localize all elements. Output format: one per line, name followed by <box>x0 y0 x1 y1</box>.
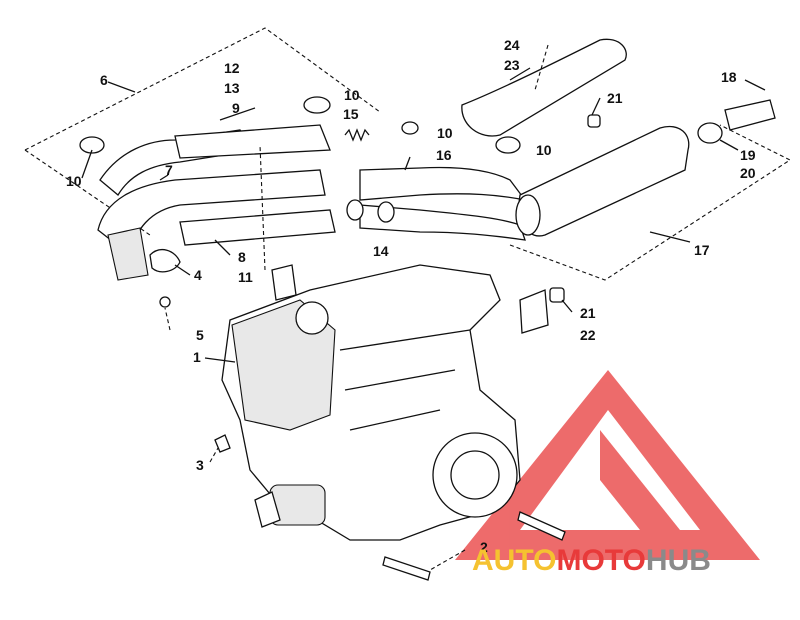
engine-bolt-2a <box>382 556 431 581</box>
clamp-mid <box>401 121 419 135</box>
engine-assembly <box>221 264 521 541</box>
clamp-left <box>79 136 105 154</box>
gasket-14 <box>377 201 395 223</box>
middle-pipe <box>359 166 527 201</box>
callout-21-lower: 21 <box>580 305 596 321</box>
callout-10-mid: 10 <box>437 125 453 141</box>
callout-20: 20 <box>740 165 756 181</box>
group-outline-header <box>24 27 381 151</box>
muffler <box>515 125 690 237</box>
callout-18: 18 <box>721 69 737 85</box>
spark-arrestor-gasket <box>697 122 723 144</box>
callout-8: 8 <box>238 249 246 265</box>
watermark-moto: MOTO <box>556 544 645 577</box>
watermark-auto: AUTO <box>472 544 556 577</box>
heat-shield-upper <box>174 124 331 159</box>
group-outline-muffler <box>509 124 792 281</box>
callout-3: 3 <box>196 457 204 473</box>
nut-3 <box>214 434 231 453</box>
spark-arrestor <box>724 99 776 131</box>
clamp-right <box>495 136 521 154</box>
callout-21-upper: 21 <box>607 90 623 106</box>
heat-shield-lower <box>179 209 336 246</box>
rubber-mount-upper <box>587 114 601 128</box>
callout-19: 19 <box>740 147 756 163</box>
engine-bolt-2b <box>517 511 566 541</box>
callout-10-left: 10 <box>66 173 82 189</box>
callout-11: 11 <box>238 269 253 285</box>
leader-lines <box>81 44 766 571</box>
clamp-center <box>303 96 331 114</box>
muffler-bracket <box>519 289 549 334</box>
callout-6: 6 <box>100 72 108 88</box>
callout-15: 15 <box>343 106 359 122</box>
callout-16: 16 <box>436 147 452 163</box>
callout-2: 2 <box>480 539 488 555</box>
callout-14: 14 <box>373 243 389 259</box>
callout-17: 17 <box>694 242 710 258</box>
callout-1: 1 <box>193 349 201 365</box>
callout-12: 12 <box>224 60 240 76</box>
callout-10-right: 10 <box>536 142 552 158</box>
callout-13: 13 <box>224 80 240 96</box>
muffler-heat-shield <box>461 38 627 137</box>
watermark-hub: HUB <box>646 544 711 577</box>
callout-24: 24 <box>504 37 520 53</box>
callout-7: 7 <box>165 162 173 178</box>
watermark-logo <box>455 370 760 560</box>
gasket <box>346 199 364 221</box>
spring <box>344 128 370 142</box>
callout-22: 22 <box>580 327 596 343</box>
callout-9: 9 <box>232 100 240 116</box>
callout-4: 4 <box>194 267 202 283</box>
nut-5 <box>159 296 171 308</box>
watermark-text: AUTOMOTOHUB <box>472 544 711 577</box>
callout-10-center: 10 <box>344 87 360 103</box>
bracket-11 <box>271 264 297 301</box>
middle-pipe-lower <box>359 204 526 241</box>
callout-23: 23 <box>504 57 520 73</box>
rubber-mount-lower <box>549 287 565 303</box>
callout-5: 5 <box>196 327 204 343</box>
